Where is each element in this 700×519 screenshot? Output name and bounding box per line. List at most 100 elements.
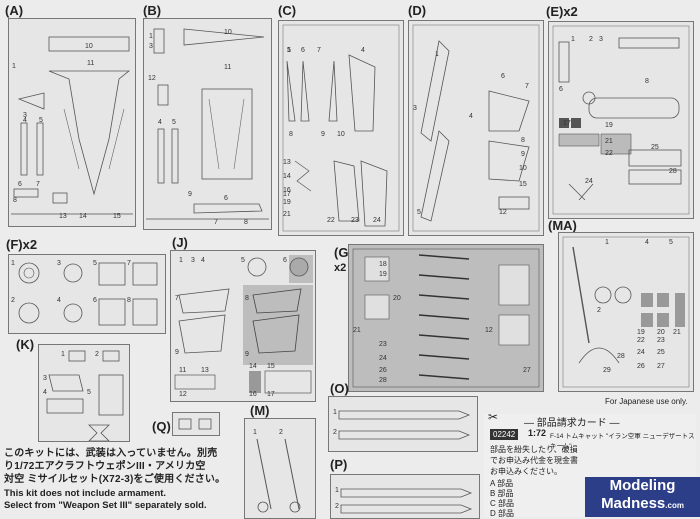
part-num: 23 xyxy=(379,341,387,348)
part-num: 10 xyxy=(519,165,527,172)
part-num: 6 xyxy=(559,86,563,93)
part-num: 8 xyxy=(289,131,293,138)
part-num: 19 xyxy=(605,122,613,129)
watermark-line-1: Modeling xyxy=(609,477,676,494)
part-num: 21 xyxy=(283,211,291,218)
part-num: 13 xyxy=(59,213,67,220)
part-num: 4 xyxy=(43,389,47,396)
kit-scale: 1:72 xyxy=(528,428,547,438)
sprue-frame-ma: 1 4 5 2 19 20 21 22 23 24 25 28 26 27 29 xyxy=(558,232,694,392)
part-num: 5 xyxy=(93,260,97,267)
part-num: 27 xyxy=(523,367,531,374)
part-num: 5 xyxy=(172,119,176,126)
part-num: 3 xyxy=(57,260,61,267)
order-card-body-line: 部品を紛失したり、破損 xyxy=(490,445,578,454)
armament-note-jp-1: このキットには、武装は入っていません。別売 xyxy=(4,448,218,459)
part-num: 21 xyxy=(353,327,361,334)
part-num: 6 xyxy=(224,195,228,202)
part-num: 24 xyxy=(373,217,381,224)
part-num: 2 xyxy=(95,351,99,358)
armament-note-jp-3: 対空 ミサイルセット(X72-3)をご使用ください。 xyxy=(4,474,226,485)
part-num: 8 xyxy=(645,78,649,85)
sprue-j-parts-art xyxy=(174,255,313,394)
part-num: 12 xyxy=(179,391,187,398)
modeling-madness-watermark: Modeling Madness.com xyxy=(585,477,700,517)
part-num: 15 xyxy=(519,181,527,188)
part-num: 5 xyxy=(287,47,291,54)
part-num: 1 xyxy=(605,239,609,246)
part-num: 12 xyxy=(148,75,156,82)
part-num: 8 xyxy=(127,297,131,304)
sprue-frame-k: 1 2 3 4 5 xyxy=(38,344,130,442)
part-num: 17 xyxy=(267,391,275,398)
part-num: 14 xyxy=(283,173,291,180)
sprue-label-p: (P) xyxy=(330,457,348,472)
part-num: 9 xyxy=(188,191,192,198)
sprue-label-j: (J) xyxy=(172,235,188,250)
part-num: 28 xyxy=(669,168,677,175)
sprue-frame-c: 1 5 6 7 4 8 9 10 13 14 16 17 19 21 22 23… xyxy=(278,20,404,236)
part-num: 6 xyxy=(301,47,305,54)
part-num: 1 xyxy=(149,33,153,40)
part-num: 7 xyxy=(175,295,179,302)
part-num: 28 xyxy=(379,377,387,384)
part-num: 8 xyxy=(244,219,248,226)
part-num: 6 xyxy=(501,73,505,80)
part-num: 3 xyxy=(23,112,27,119)
part-num: 14 xyxy=(249,363,257,370)
part-num: 3 xyxy=(149,43,153,50)
sprue-frame-e: 1 2 3 6 8 17 19 21 22 25 28 24 xyxy=(548,21,694,219)
part-num: 2 xyxy=(597,307,601,314)
part-num: 5 xyxy=(669,239,673,246)
part-num: 5 xyxy=(241,257,245,264)
part-num: 1 xyxy=(179,257,183,264)
part-num: 4 xyxy=(361,47,365,54)
order-row-d: D 部品 xyxy=(490,509,514,518)
part-num: 9 xyxy=(321,131,325,138)
sprue-o-parts-art xyxy=(338,410,471,440)
sprue-label-m: (M) xyxy=(250,403,270,418)
sprue-m-parts-art xyxy=(256,438,301,513)
part-num: 3 xyxy=(599,36,603,43)
part-num: 21 xyxy=(673,329,681,336)
part-num: 1 xyxy=(287,47,291,54)
sprue-g-parts-art xyxy=(352,248,540,388)
sprue-a-parts-art xyxy=(11,36,133,215)
part-num: 22 xyxy=(637,337,645,344)
part-num: 17 xyxy=(563,120,571,127)
sprue-k-parts-art xyxy=(46,350,124,441)
part-num: 27 xyxy=(657,363,665,370)
part-num: 1 xyxy=(435,51,439,58)
part-num: 13 xyxy=(201,367,209,374)
part-num: 7 xyxy=(525,83,529,90)
part-num: 4 xyxy=(23,117,27,124)
sprue-frame-g: 18 19 20 12 21 23 24 26 28 27 xyxy=(348,244,544,392)
part-num: 11 xyxy=(224,64,232,71)
part-num: 4 xyxy=(57,297,61,304)
part-num: 20 xyxy=(393,295,401,302)
part-num: 4 xyxy=(158,119,162,126)
sprue-frame-a: 10 11 1 3 4 5 6 7 8 13 14 15 xyxy=(8,18,136,227)
sprue-e-parts-art xyxy=(552,25,690,215)
sprue-label-ma: (MA) xyxy=(548,218,577,233)
part-num: 16 xyxy=(283,187,291,194)
order-card-body-line: お申込みください。 xyxy=(490,467,562,476)
part-num: 5 xyxy=(417,209,421,216)
part-num: 2 xyxy=(11,297,15,304)
sprue-d-parts-art xyxy=(412,24,540,232)
part-num: 15 xyxy=(113,213,121,220)
part-num: 6 xyxy=(283,257,287,264)
for-japanese-use-note: For Japanese use only. xyxy=(605,397,688,406)
sprue-frame-d: 1 6 7 3 4 8 9 10 15 5 12 xyxy=(408,20,544,236)
armament-note-en-2: Select from "Weapon Set III" separately … xyxy=(4,500,207,511)
part-num: 2 xyxy=(333,429,337,436)
order-row-b: B 部品 xyxy=(490,489,514,498)
sprue-c-parts-art xyxy=(282,24,400,232)
watermark-line-2: Madness.com xyxy=(585,495,700,515)
part-num: 4 xyxy=(469,113,473,120)
part-num: 24 xyxy=(379,355,387,362)
part-num: 21 xyxy=(605,138,613,145)
sprue-frame-j: 1 3 4 5 6 7 8 9 9 11 13 14 15 12 16 17 xyxy=(170,250,316,402)
part-num: 29 xyxy=(603,367,611,374)
part-num: 20 xyxy=(657,329,665,336)
